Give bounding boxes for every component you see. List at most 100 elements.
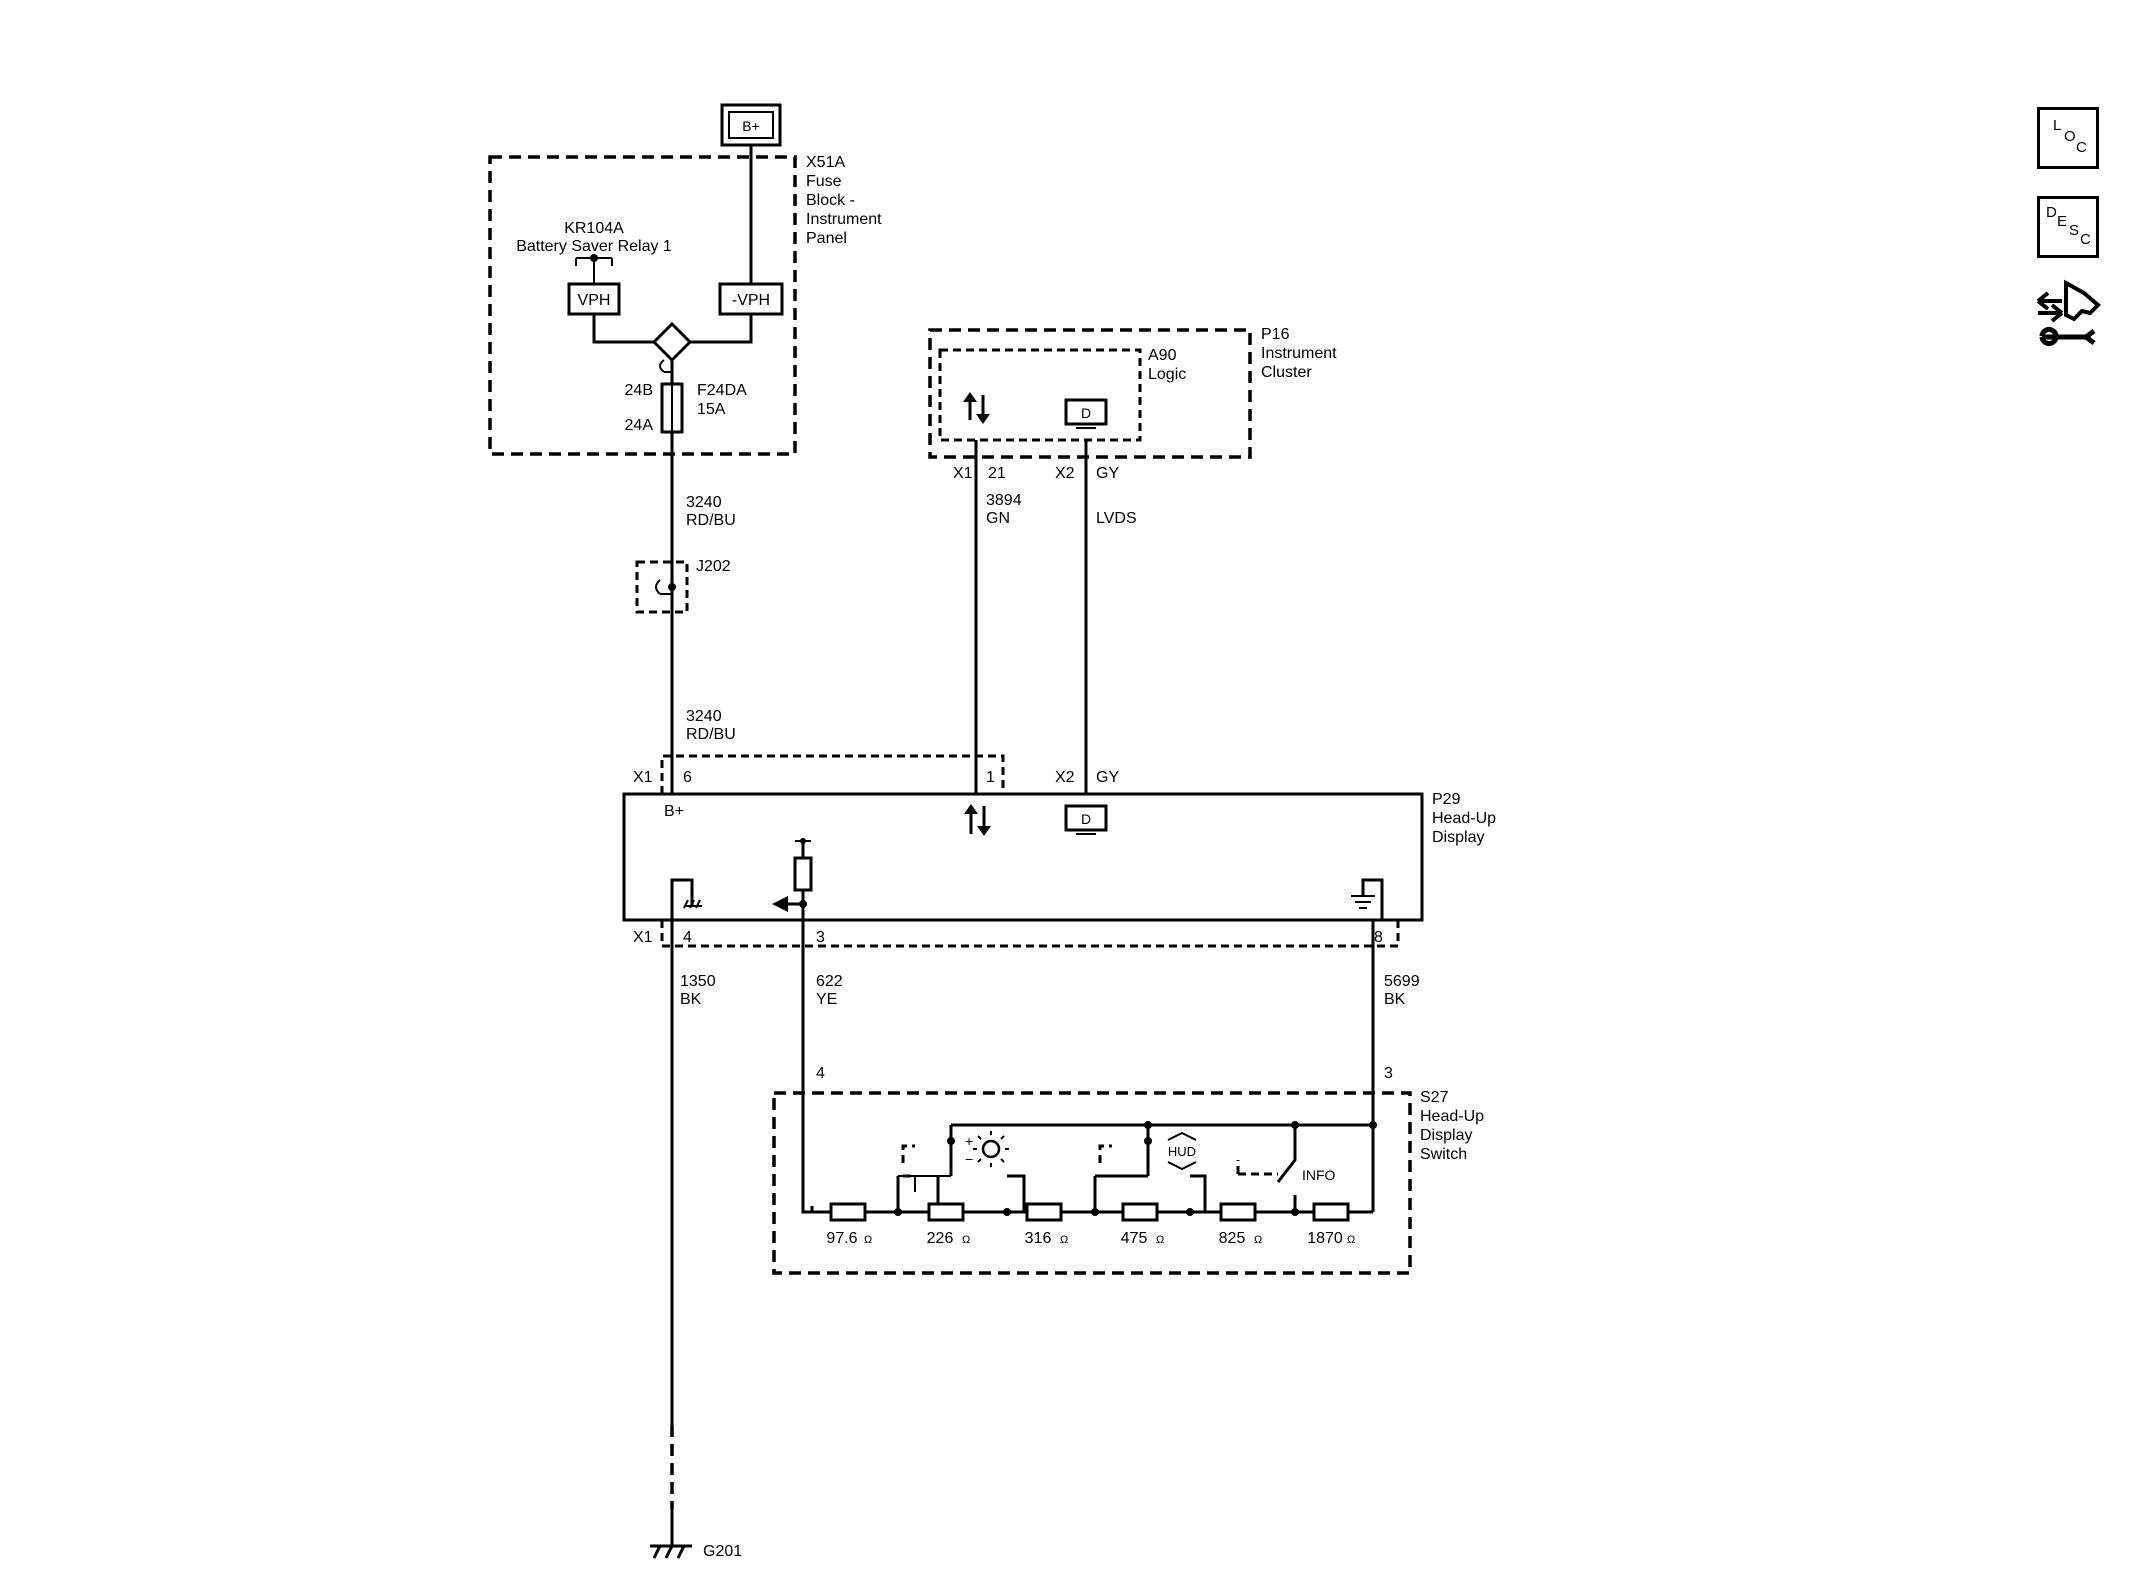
wire-622-color: YE xyxy=(816,991,837,1008)
splice-j202: J202 xyxy=(635,558,731,614)
hud-top-gy: GY xyxy=(1096,769,1119,786)
svg-text:D: D xyxy=(1081,405,1091,421)
wire-3240-top-color: RD/BU xyxy=(686,512,736,529)
svg-text:G201: G201 xyxy=(703,1543,742,1560)
info-label: INFO xyxy=(1302,1167,1336,1183)
head-up-display-switch-s27: 4 3 S27 Head-Up Display Switch + − xyxy=(772,1065,1488,1275)
switch-pin3: 3 xyxy=(1384,1065,1393,1082)
wire-3894-color: GN xyxy=(986,510,1010,527)
loc-letter-l: L xyxy=(2053,117,2062,134)
battery-positive-source: B+ xyxy=(720,103,782,147)
resistor-5 xyxy=(1312,1202,1350,1222)
cluster-x1-pin: 21 xyxy=(988,465,1006,482)
resistor-ohm-5: Ω xyxy=(1347,1234,1355,1246)
wire-1350-circuit: 1350 xyxy=(680,973,716,990)
fuse-rating: 15A xyxy=(697,401,726,418)
resistor-4 xyxy=(1219,1202,1257,1222)
hud-top-x1: X1 xyxy=(633,769,653,786)
svg-text:+: + xyxy=(965,1133,973,1149)
hud-bplus: B+ xyxy=(664,803,684,820)
ladder-node-0 xyxy=(894,1208,902,1216)
relay-name: KR104A xyxy=(564,220,624,237)
desc-letter-s: S xyxy=(2069,222,2080,239)
hud-pin3: 3 xyxy=(816,929,825,946)
brightness-icon: + − xyxy=(965,1131,1009,1167)
desc-letter-d: D xyxy=(2046,204,2057,221)
hud-display-icon: D xyxy=(1064,804,1108,835)
wire-5699-circuit: 5699 xyxy=(1384,973,1420,990)
hud-pin8: 8 xyxy=(1374,929,1383,946)
svg-text:−: − xyxy=(965,1151,973,1167)
wire-3240-bottom-color: RD/BU xyxy=(686,726,736,743)
hud-top-x2: X2 xyxy=(1055,769,1075,786)
wire-622-circuit: 622 xyxy=(816,973,843,990)
connector-diagnostic-icon[interactable] xyxy=(2034,275,2106,355)
pin-24a-label: 24A xyxy=(625,417,654,434)
resistor-ohm-2: Ω xyxy=(1060,1234,1068,1246)
resistor-1 xyxy=(927,1202,965,1222)
hud-pin4: 4 xyxy=(683,929,692,946)
data-arrows-icon xyxy=(963,392,990,424)
resistor-value-0: 97.6 xyxy=(826,1230,857,1247)
resistor-0 xyxy=(829,1202,867,1222)
desc-letter-c: C xyxy=(2080,231,2091,248)
pin-24b-label: 24B xyxy=(625,382,653,399)
display-icon: D xyxy=(1064,398,1108,429)
location-button[interactable]: L O C xyxy=(2037,107,2099,169)
svg-text:D: D xyxy=(1081,811,1091,827)
ladder-node-1 xyxy=(1003,1208,1011,1216)
hud-pin6: 6 xyxy=(683,769,692,786)
signal-arrow-icon xyxy=(772,896,788,912)
ladder-node-4 xyxy=(1291,1208,1299,1216)
resistor-2 xyxy=(1025,1202,1063,1222)
cluster-x2: X2 xyxy=(1055,465,1075,482)
hud-bottom-x1: X1 xyxy=(633,929,653,946)
switch-name: S27 Head-Up Display Switch xyxy=(1420,1089,1488,1163)
description-button[interactable]: D E S C xyxy=(2037,196,2099,258)
fuse-block-name: X51A Fuse Block - Instrument Panel xyxy=(806,154,886,247)
ladder-node-2 xyxy=(1091,1208,1099,1216)
fuse-block-x51a: X51A Fuse Block - Instrument Panel KR104… xyxy=(488,145,886,456)
relay-description: Battery Saver Relay 1 xyxy=(516,238,672,255)
resistor-value-4: 825 xyxy=(1219,1230,1246,1247)
wiring-diagram: B+ X51A Fuse Block - Instrument Panel KR… xyxy=(488,103,1500,1560)
resistor-ohm-0: Ω xyxy=(864,1234,872,1246)
logic-name: A90 Logic xyxy=(1148,347,1186,383)
svg-text:HUD: HUD xyxy=(1168,1144,1196,1159)
wire-lvds-label: LVDS xyxy=(1096,510,1137,527)
ground-g201: G201 xyxy=(650,1510,742,1560)
relay-contact-diamond xyxy=(651,321,693,363)
hud-position-icon: HUD xyxy=(1167,1131,1197,1171)
hud-name: P29 Head-Up Display xyxy=(1432,791,1500,846)
desc-letter-e: E xyxy=(2057,213,2068,230)
wire-1350-color: BK xyxy=(680,991,702,1008)
neg-vph-label: -VPH xyxy=(732,292,770,309)
wire-3240-bottom-circuit: 3240 xyxy=(686,708,722,725)
cluster-x1: X1 xyxy=(953,465,973,482)
pull-up-resistor xyxy=(793,856,813,892)
resistor-value-3: 475 xyxy=(1121,1230,1148,1247)
bplus-label: B+ xyxy=(742,118,760,134)
hud-pin1: 1 xyxy=(986,769,995,786)
vph-label: VPH xyxy=(578,292,611,309)
resistor-ohm-1: Ω xyxy=(962,1234,970,1246)
wire-3240-top-circuit: 3240 xyxy=(686,494,722,511)
hud-data-arrows-icon xyxy=(964,804,991,836)
resistor-value-2: 316 xyxy=(1025,1230,1052,1247)
resistor-value-5: 1870 xyxy=(1307,1230,1343,1247)
fuse-name: F24DA xyxy=(697,382,747,399)
wire-5699-color: BK xyxy=(1384,991,1406,1008)
loc-letter-c: C xyxy=(2076,139,2087,156)
cluster-x2-pin: GY xyxy=(1096,465,1119,482)
resistor-ohm-4: Ω xyxy=(1254,1234,1262,1246)
instrument-cluster-p16: P16 Instrument Cluster A90 Logic D X1 21… xyxy=(928,326,1341,482)
chassis-ground-icon xyxy=(683,899,702,909)
cluster-name: P16 Instrument Cluster xyxy=(1261,326,1341,381)
svg-text:J202: J202 xyxy=(696,558,731,575)
switch-pin4: 4 xyxy=(816,1065,825,1082)
ladder-node-3 xyxy=(1186,1208,1194,1216)
wire-3894-circuit: 3894 xyxy=(986,492,1022,509)
head-up-display-p29: X1 6 1 X2 GY P29 Head-Up Display B+ D xyxy=(622,754,1500,948)
signal-ground-icon xyxy=(1351,895,1375,909)
